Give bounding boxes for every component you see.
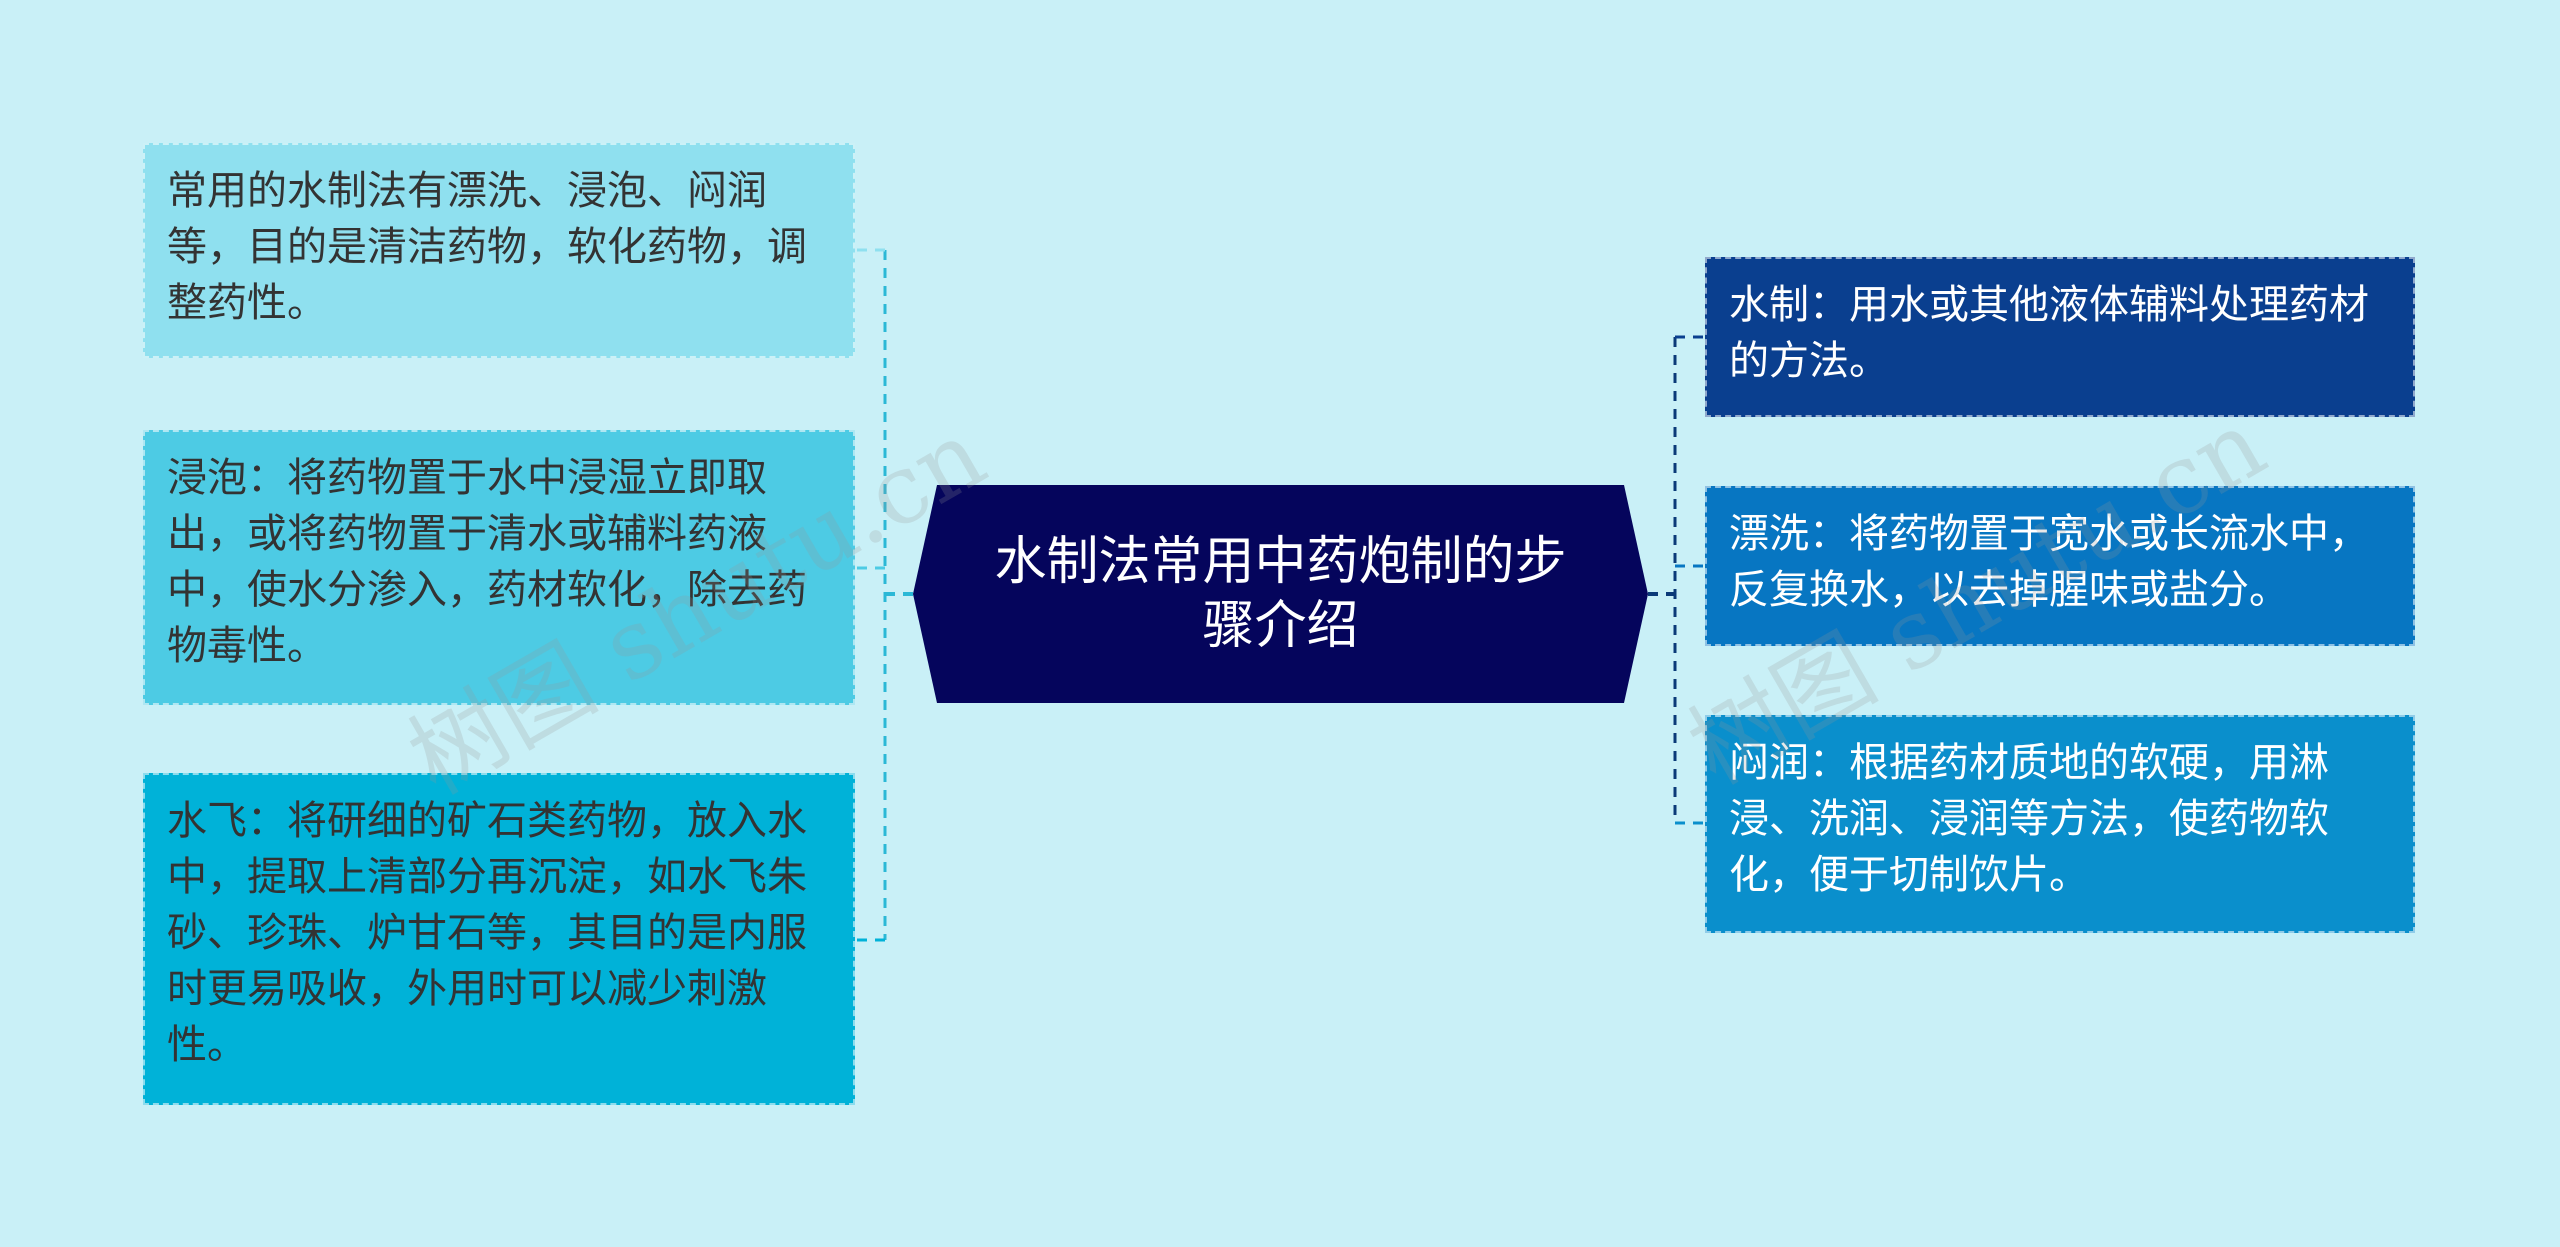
right-node-2: 漂洗：将药物置于宽水或长流水中，反复换水，以去掉腥味或盐分。 xyxy=(1705,486,2415,646)
right-node-3: 闷润：根据药材质地的软硬，用淋浸、洗润、浸润等方法，使药物软化，便于切制饮片。 xyxy=(1705,715,2415,933)
right-node-1: 水制：用水或其他液体辅料处理药材的方法。 xyxy=(1705,257,2415,417)
central-topic-label: 水制法常用中药炮制的步骤介绍 xyxy=(994,532,1567,656)
right-node-1-text: 水制：用水或其他液体辅料处理药材的方法。 xyxy=(1729,282,2369,384)
left-node-1: 常用的水制法有漂洗、浸泡、闷润等，目的是清洁药物，软化药物，调整药性。 xyxy=(143,143,855,358)
left-node-3-text: 水飞：将研细的矿石类药物，放入水中，提取上清部分再沉淀，如水飞朱砂、珍珠、炉甘石… xyxy=(167,798,807,1068)
right-node-2-text: 漂洗：将药物置于宽水或长流水中，反复换水，以去掉腥味或盐分。 xyxy=(1729,511,2369,613)
left-node-2-text: 浸泡：将药物置于水中浸湿立即取出，或将药物置于清水或辅料药液中，使水分渗入，药材… xyxy=(167,455,807,669)
left-node-1-text: 常用的水制法有漂洗、浸泡、闷润等，目的是清洁药物，软化药物，调整药性。 xyxy=(167,168,807,326)
central-topic: 水制法常用中药炮制的步骤介绍 xyxy=(913,485,1648,703)
left-node-3: 水飞：将研细的矿石类药物，放入水中，提取上清部分再沉淀，如水飞朱砂、珍珠、炉甘石… xyxy=(143,773,855,1105)
left-node-2: 浸泡：将药物置于水中浸湿立即取出，或将药物置于清水或辅料药液中，使水分渗入，药材… xyxy=(143,430,855,705)
right-node-3-text: 闷润：根据药材质地的软硬，用淋浸、洗润、浸润等方法，使药物软化，便于切制饮片。 xyxy=(1729,740,2329,898)
